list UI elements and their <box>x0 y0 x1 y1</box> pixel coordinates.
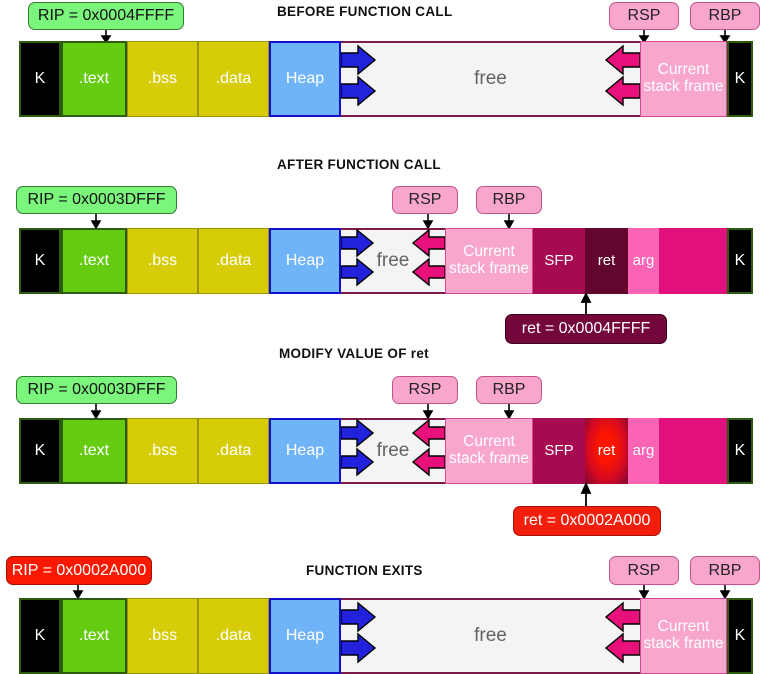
segment-sfp: SFP <box>533 228 585 294</box>
rbp-callout-before: RBP <box>690 2 760 30</box>
segment-bss: .bss <box>127 418 198 484</box>
segment-data: .data <box>198 598 269 674</box>
segment-kernel-low: K <box>19 418 61 484</box>
rip-callout-exits: RIP = 0x0002A000 <box>6 556 152 585</box>
segment-ret: ret <box>585 228 628 294</box>
segment-heap: Heap <box>269 598 341 674</box>
section-title-function-exits: FUNCTION EXITS <box>306 563 423 578</box>
callout-connectors-modify <box>0 404 772 420</box>
segment-text: .text <box>61 228 127 294</box>
memory-bar-after: K .text .bss .data Heap free Current sta… <box>19 228 753 294</box>
segment-arg: arg <box>628 228 659 294</box>
ret-connector-modify <box>0 481 772 506</box>
ret-connector-after <box>0 291 772 314</box>
segment-stack-used <box>659 228 727 294</box>
segment-data: .data <box>198 228 269 294</box>
segment-text: .text <box>61 598 127 674</box>
segment-kernel-high: K <box>727 418 753 484</box>
rbp-callout-after: RBP <box>476 186 542 214</box>
segment-kernel-low: K <box>19 41 61 117</box>
segment-sfp: SFP <box>533 418 585 484</box>
callout-connectors-after <box>0 214 772 230</box>
segment-kernel-high: K <box>727 228 753 294</box>
segment-text: .text <box>61 41 127 117</box>
segment-ret-modified: ret <box>585 418 628 484</box>
segment-free: free <box>341 598 640 674</box>
segment-free: free <box>341 41 640 117</box>
rsp-callout-after: RSP <box>392 186 458 214</box>
segment-current-stack-frame: Current stack frame <box>640 41 727 117</box>
segment-heap: Heap <box>269 228 341 294</box>
rbp-callout-exits: RBP <box>690 556 760 585</box>
rip-callout-modify: RIP = 0x0003DFFF <box>16 376 177 404</box>
ret-value-callout-after: ret = 0x0004FFFF <box>505 314 667 344</box>
segment-bss: .bss <box>127 228 198 294</box>
segment-heap: Heap <box>269 418 341 484</box>
segment-heap: Heap <box>269 41 341 117</box>
rsp-callout-before: RSP <box>609 2 679 30</box>
rbp-callout-modify: RBP <box>476 376 542 404</box>
rip-callout-after: RIP = 0x0003DFFF <box>16 186 177 214</box>
memory-bar-exits: K .text .bss .data Heap free Current sta… <box>19 598 753 674</box>
rsp-callout-exits: RSP <box>609 556 679 585</box>
segment-current-stack-frame: Current stack frame <box>445 228 533 294</box>
ret-value-callout-modify: ret = 0x0002A000 <box>513 506 661 536</box>
segment-text: .text <box>61 418 127 484</box>
segment-data: .data <box>198 41 269 117</box>
segment-free: free <box>341 418 445 484</box>
segment-current-stack-frame: Current stack frame <box>445 418 533 484</box>
segment-stack-used <box>659 418 727 484</box>
segment-current-stack-frame: Current stack frame <box>640 598 727 674</box>
memory-bar-before: K .text .bss .data Heap free Current sta… <box>19 41 753 117</box>
segment-bss: .bss <box>127 41 198 117</box>
segment-data: .data <box>198 418 269 484</box>
rsp-callout-modify: RSP <box>392 376 458 404</box>
memory-bar-modify: K .text .bss .data Heap free Current sta… <box>19 418 753 484</box>
segment-free: free <box>341 228 445 294</box>
segment-kernel-low: K <box>19 228 61 294</box>
segment-arg: arg <box>628 418 659 484</box>
segment-bss: .bss <box>127 598 198 674</box>
callout-connectors-exits <box>0 585 772 600</box>
rip-callout-before: RIP = 0x0004FFFF <box>28 2 184 30</box>
segment-kernel-high: K <box>727 41 753 117</box>
section-title-after-function-call: AFTER FUNCTION CALL <box>277 157 441 172</box>
segment-kernel-high: K <box>727 598 753 674</box>
section-title-before-function-call: BEFORE FUNCTION CALL <box>277 4 453 19</box>
segment-kernel-low: K <box>19 598 61 674</box>
section-title-modify-value-of-ret: MODIFY VALUE OF ret <box>279 346 429 361</box>
